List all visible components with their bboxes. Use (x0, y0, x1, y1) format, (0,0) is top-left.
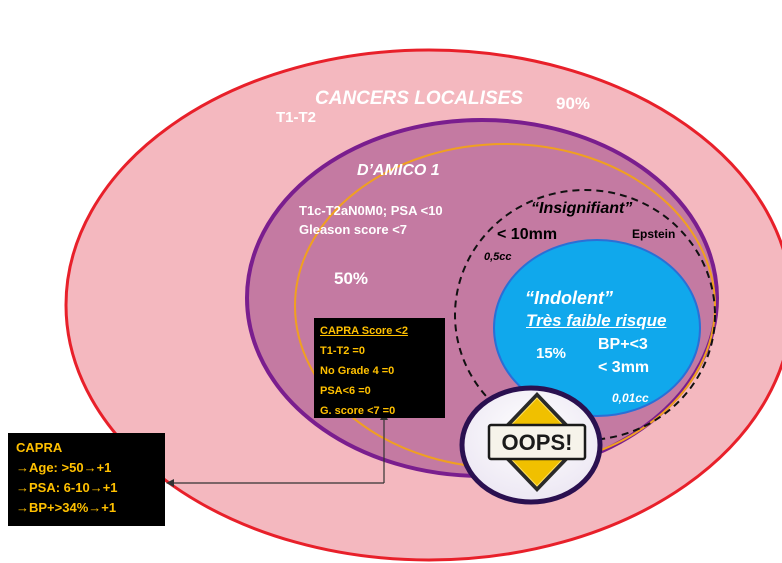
damico-title: D’AMICO 1 (357, 162, 440, 179)
arrow-right-icon: → (16, 480, 29, 495)
localises-stage: T1-T2 (276, 109, 317, 126)
capra-line-text: BP+>34% (29, 500, 89, 515)
capra-score-line: No Grade 4 =0 (320, 365, 395, 377)
indolent-subtitle: Très faible risque (526, 311, 667, 330)
arrow-right-icon: → (16, 460, 29, 475)
indolent-bp: BP+<3 (598, 336, 648, 353)
indolent-title: “Indolent” (525, 288, 613, 308)
connector-arrowhead-left (166, 479, 174, 487)
arrow-right-icon: → (83, 460, 97, 475)
capra-score-title: CAPRA Score <2 (320, 325, 408, 337)
insignifiant-size: < 10mm (497, 226, 558, 243)
localises-percent: 90% (556, 94, 591, 113)
indolent-size: < 3mm (598, 359, 650, 376)
arrow-right-icon: → (88, 500, 102, 515)
capra-line-text: Age: >50 (29, 460, 84, 475)
damico-criteria-1: T1c-T2aN0M0; PSA <10 (299, 203, 443, 218)
capra-score-line: G. score <7 =0 (320, 405, 396, 417)
insignifiant-title: “Insignifiant” (531, 200, 633, 217)
capra-line-text: PSA: 6-10 (29, 480, 90, 495)
arrow-right-icon: → (16, 500, 29, 515)
capra-line-result: +1 (102, 480, 118, 495)
insignifiant-author: Epstein (632, 227, 676, 241)
arrow-right-icon: → (89, 480, 103, 495)
capra-line-bp: →BP+>34%→+1 (16, 498, 157, 518)
damico-percent: 50% (334, 269, 369, 288)
damico-criteria-2: Gleason score <7 (299, 222, 408, 237)
indolent-volume: 0,01cc (612, 391, 649, 405)
insignifiant-dashed-ellipse (454, 189, 716, 441)
warning-sign-icon: OOPS! (487, 392, 587, 492)
capra-line-result: +1 (101, 500, 117, 515)
indolent-ellipse (493, 239, 701, 417)
capra-score-line: T1-T2 =0 (320, 345, 365, 357)
capra-score-line: PSA<6 =0 (320, 385, 371, 397)
capra-line-result: +1 (96, 460, 112, 475)
capra-line-psa: →PSA: 6-10→+1 (16, 478, 157, 498)
localises-title: CANCERS LOCALISES (315, 88, 523, 109)
indolent-percent: 15% (536, 345, 567, 362)
capra-line-age: →Age: >50→+1 (16, 458, 157, 478)
oops-sign-text: OOPS! (502, 430, 573, 455)
capra-title: CAPRA (16, 440, 63, 455)
capra-score-box: CAPRA Score <2 T1-T2 =0 No Grade 4 =0 PS… (314, 318, 445, 418)
insignifiant-volume: 0,5cc (484, 251, 512, 263)
capra-box: CAPRA →Age: >50→+1 →PSA: 6-10→+1 →BP+>34… (8, 433, 165, 526)
